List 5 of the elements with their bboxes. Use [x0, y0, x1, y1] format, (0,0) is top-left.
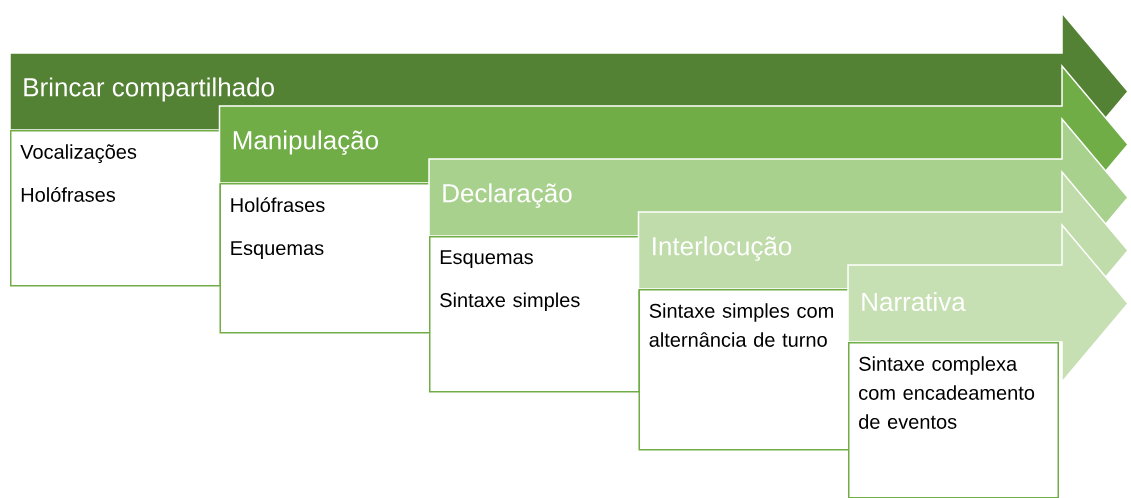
text-box: Sintaxe simples com alternância de turno: [638, 289, 850, 451]
text-box: Vocalizações Holófrases: [10, 130, 221, 287]
text-box: Esquemas Sintaxe simples: [429, 236, 640, 393]
text-box: Holófrases Esquemas: [219, 183, 431, 334]
text-box: Sintaxe complexa com encadeamento de eventos: [848, 342, 1059, 498]
